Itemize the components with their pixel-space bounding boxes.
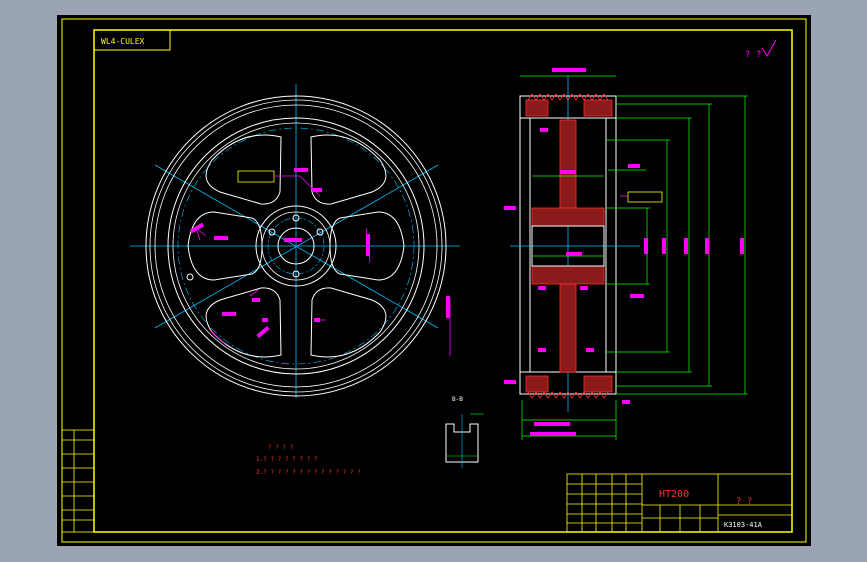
title-label-box: [93, 29, 171, 51]
spoke-pitch-circle: [177, 127, 415, 365]
technical-notes: ? ? ? ? 1.? ? ? ? ? ? ? ? 2.? ? ? ? ? ? …: [256, 444, 361, 476]
title-label: WL4-CULEX: [101, 37, 145, 46]
tolerance-frame: [627, 191, 663, 203]
corner-mark: ? ?: [745, 50, 761, 60]
keyway-detail[interactable]: B-B: [445, 396, 484, 468]
rim-groove-2: [154, 104, 438, 388]
inner-frame: [93, 29, 793, 533]
hub-bolt-circle: [267, 217, 325, 275]
notes-line-2: 2.? ? ? ? ? ? ? ? ? ? ? ? ? ?: [256, 469, 361, 476]
rim-inner-2: [172, 122, 420, 370]
outer-frame: [61, 18, 807, 543]
section-hatch: [525, 99, 613, 393]
groove-teeth: [527, 93, 609, 399]
rim-inner: [167, 117, 425, 375]
hub-mid: [261, 211, 331, 281]
front-view-dimension-text: [189, 168, 450, 339]
hub-outer: [255, 205, 337, 287]
front-view-wheel[interactable]: [130, 84, 460, 398]
spoke-window-left: [187, 211, 263, 281]
material-label: HT200: [659, 489, 689, 500]
bolt-hole-1: [292, 214, 300, 222]
section-annotations: [504, 68, 744, 436]
drawing-number: K3103-41A: [724, 521, 763, 529]
hub-bore: [277, 227, 315, 265]
spoke-window-top-left: [205, 134, 282, 205]
section-bore: [531, 225, 605, 267]
bolt-hole-3: [268, 228, 276, 236]
rim-outer: [145, 95, 447, 397]
spoke-window-bottom-left: [205, 287, 282, 358]
sheet-background: [57, 15, 811, 546]
revision-strip: [61, 429, 95, 533]
rim-groove-1: [149, 99, 443, 393]
bolt-hole-4: [292, 270, 300, 278]
title-block: [566, 473, 793, 533]
check-mark-icon: [761, 39, 777, 57]
section-view[interactable]: [504, 68, 748, 440]
front-view-annotations: [195, 170, 451, 356]
spoke-window-top: [310, 134, 387, 205]
keyway-outline: [445, 423, 479, 463]
section-label: B-B: [452, 396, 463, 403]
section-outline: [510, 76, 640, 412]
spoke-window-right: [329, 211, 405, 281]
spoke-windows: [187, 134, 405, 358]
small-hole-left: [186, 273, 194, 281]
bolt-hole-2: [316, 228, 324, 236]
center-line-diagonal-b: [154, 164, 439, 329]
spoke-window-bottom: [310, 287, 387, 358]
notes-line-1: 1.? ? ? ? ? ? ? ?: [256, 456, 318, 463]
sheet-label: ? ?: [736, 497, 752, 507]
notes-title: ? ? ? ?: [268, 444, 294, 451]
